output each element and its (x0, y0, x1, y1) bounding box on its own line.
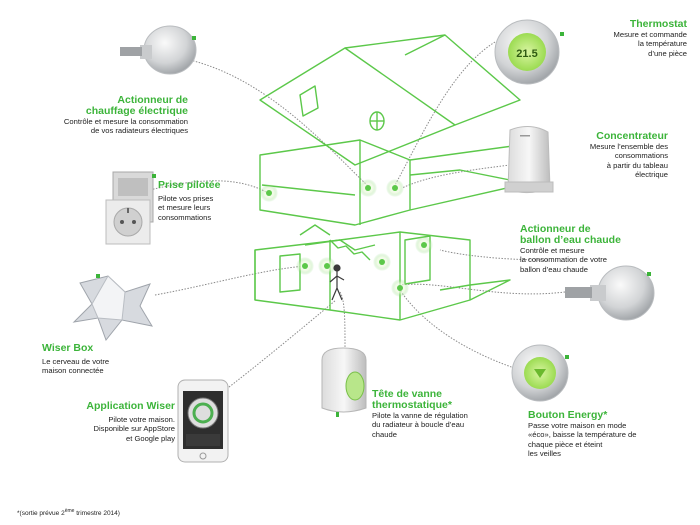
heating-actuator-title-2: chauffage électrique (85, 105, 188, 117)
footnote-prefix: *(sortie prévue 2 (17, 510, 65, 518)
thermostat-desc-1: Mesure et commande (613, 30, 687, 39)
thermostat-screen: 21.5 (516, 48, 537, 60)
smart-plug-label: Prise pilotée Pilote vos prises et mesur… (158, 180, 268, 222)
water-heater-desc-1: Contrôle et mesure (520, 246, 585, 255)
energy-button-desc-1: Passe votre maison en mode (528, 421, 627, 430)
wiser-box-desc-2: maison connectée (42, 366, 104, 376)
wiser-box-title: Wiser Box (42, 342, 94, 354)
smart-plug-title: Prise pilotée (158, 179, 221, 191)
wiser-box-label: Wiser Box Le cerveau de votre maison con… (42, 343, 162, 376)
house-drawing (254, 34, 521, 321)
smart-plug-desc-3: consommations (158, 212, 212, 222)
valve-head-device (321, 347, 367, 417)
valve-head-desc-2: du radiateur à boucle d’eau (372, 420, 465, 430)
person-figure (329, 264, 345, 301)
energy-button-label: Bouton Energy* Passe votre maison en mod… (528, 410, 678, 458)
water-heater-title-1: Actionneur de (520, 223, 591, 235)
app-label: Application Wiser Pilote votre maison. D… (58, 401, 175, 443)
app-desc-3: et Google play (126, 433, 175, 443)
hub-desc-4: électrique (635, 169, 668, 179)
footnote-sup: ème (64, 508, 75, 514)
app-desc-2: Disponible sur AppStore (93, 424, 175, 434)
house-markers (260, 179, 433, 297)
heating-actuator-title-1: Actionneur de (117, 94, 188, 106)
water-heater-desc-3: ballon d’eau chaude (520, 264, 588, 274)
thermostat-device: 21.5 (494, 19, 564, 85)
hub-device (504, 126, 554, 194)
footnote: *(sortie prévue 2ème trimestre 2014) (17, 508, 120, 517)
valve-head-label: Tête de vanne thermostatique* Pilote la … (372, 389, 492, 439)
thermostat-desc-3: d’une pièce (648, 48, 687, 58)
water-heater-desc-2: la consommation de votre (520, 255, 607, 265)
hub-desc-3: à partir du tableau (606, 160, 668, 170)
heating-actuator-desc-1: Contrôle et mesure la consommation (63, 117, 188, 126)
energy-button-desc-2: «éco», baisse la température de (528, 430, 637, 440)
wiser-box-device (72, 274, 154, 342)
heating-actuator-label: Actionneur de chauffage électrique Contr… (28, 95, 188, 136)
smart-plug-desc-1: Pilote vos prises (158, 194, 214, 203)
smart-plug-device (105, 171, 156, 245)
heating-actuator-device (120, 25, 197, 75)
energy-button-desc-3: chaque pièce et éteint (528, 439, 603, 449)
hub-label: Concentrateur Mesure l’ensemble des cons… (556, 131, 668, 179)
energy-button-device (511, 344, 569, 402)
valve-head-title-1: Tête de vanne (372, 388, 443, 400)
app-desc-1: Pilote votre maison. (108, 415, 175, 424)
valve-head-desc-3: chaude (372, 429, 397, 439)
valve-head-desc-1: Pilote la vanne de régulation (372, 411, 468, 420)
water-heater-actuator-device (565, 265, 655, 321)
thermostat-label: Thermostat Mesure et commande la tempéra… (582, 19, 687, 58)
hub-desc-2: consommations (614, 151, 668, 161)
footnote-suffix: trimestre 2014) (74, 510, 120, 518)
water-heater-title-2: ballon d’eau chaude (520, 234, 621, 246)
app-title: Application Wiser (86, 400, 175, 412)
energy-button-title: Bouton Energy* (528, 409, 608, 421)
hub-title: Concentrateur (596, 130, 668, 142)
energy-button-desc-4: les veilles (528, 448, 561, 458)
smart-plug-desc-2: et mesure leurs (158, 203, 211, 213)
thermostat-desc-2: la température (638, 39, 687, 49)
thermostat-title: Thermostat (629, 18, 687, 30)
phone-device (177, 379, 229, 463)
valve-head-title-2: thermostatique* (372, 399, 452, 411)
hub-desc-1: Mesure l’ensemble des (589, 142, 668, 151)
wiser-box-desc-1: Le cerveau de votre (42, 357, 110, 366)
water-heater-label: Actionneur de ballon d’eau chaude Contrô… (520, 224, 650, 274)
heating-actuator-desc-2: de vos radiateurs électriques (90, 126, 188, 136)
